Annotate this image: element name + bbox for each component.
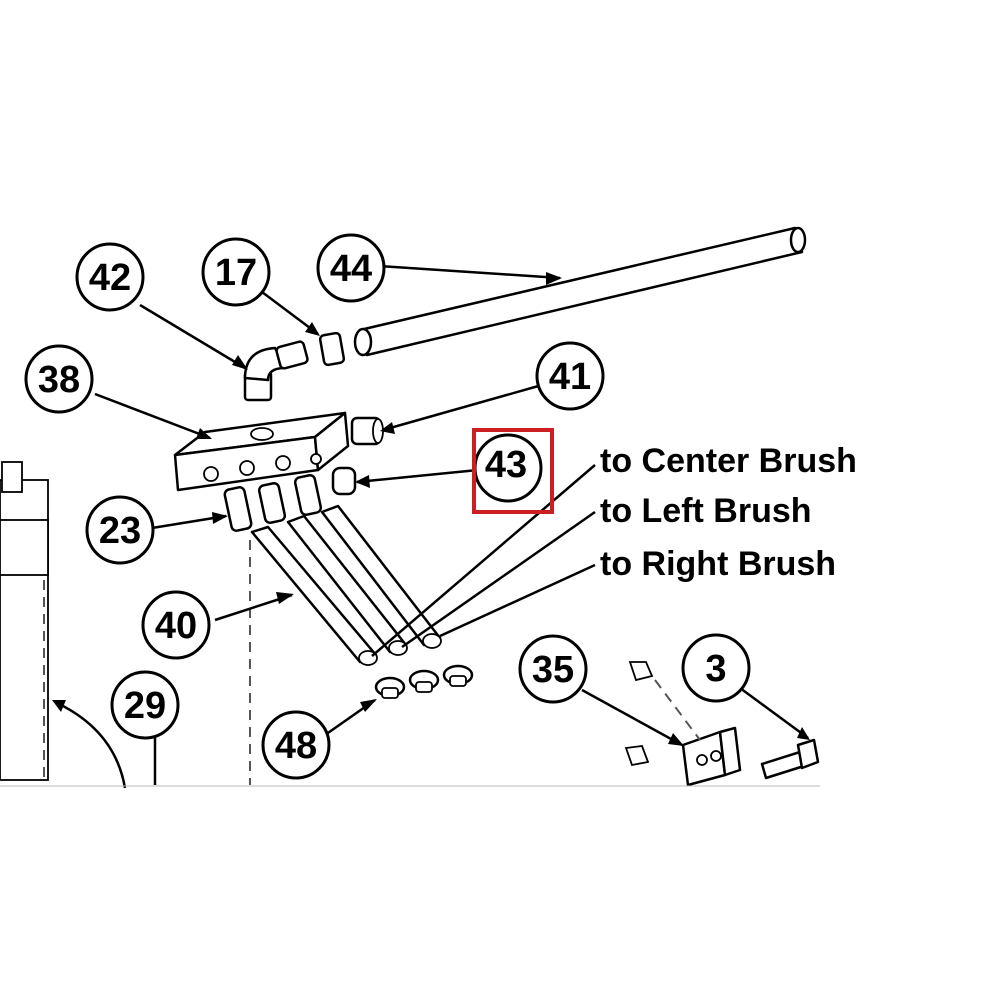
hoses [250, 504, 442, 666]
bracket [624, 661, 742, 787]
callout-3: 3 [681, 633, 751, 703]
manifold-block [173, 411, 350, 492]
arrowheads [52, 272, 810, 746]
dest-center-brush: to Center Brush [600, 442, 857, 480]
side-assembly [0, 461, 251, 785]
callout-label: 38 [38, 359, 80, 401]
callout-label: 35 [532, 649, 574, 691]
callout-48: 48 [261, 710, 331, 780]
callout-35: 35 [518, 634, 588, 704]
hose-barb-fittings [223, 474, 323, 532]
callout-label: 44 [330, 248, 372, 290]
callout-label: 17 [215, 252, 257, 294]
callout-44: 44 [316, 233, 386, 303]
callout-label: 23 [99, 510, 141, 552]
callout-40: 40 [141, 590, 211, 660]
elbow-fitting [243, 340, 309, 402]
plug-fitting [350, 416, 384, 446]
dest-right-brush: to Right Brush [600, 545, 836, 583]
highlight-box [472, 428, 554, 514]
callout-43: 43 [473, 433, 543, 503]
callout-23: 23 [85, 495, 155, 565]
callout-label: 43 [485, 444, 527, 486]
leader-lines [54, 264, 809, 789]
callout-label: 40 [155, 605, 197, 647]
callout-label: 41 [549, 356, 591, 398]
callout-label: 42 [89, 257, 131, 299]
dest-left-brush: to Left Brush [600, 492, 812, 530]
callout-17: 17 [201, 237, 271, 307]
callout-label: 3 [705, 648, 726, 690]
callout-41: 41 [535, 341, 605, 411]
callout-29: 29 [110, 670, 180, 740]
bolt [760, 738, 820, 780]
callout-label: 48 [275, 725, 317, 767]
callout-42: 42 [75, 242, 145, 312]
small-plug [331, 466, 357, 496]
supply-tube [353, 226, 807, 357]
coupling-nut [318, 331, 346, 367]
hose-clamps [374, 664, 474, 699]
callout-label: 29 [124, 685, 166, 727]
callout-38: 38 [24, 344, 94, 414]
